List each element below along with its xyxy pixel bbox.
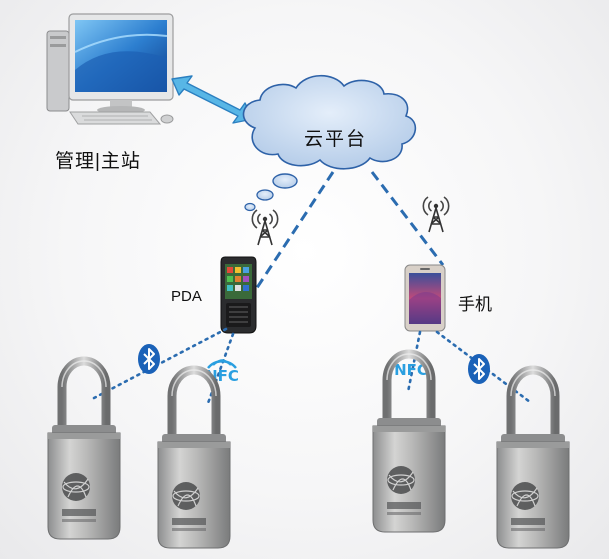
link-pda-lock-2: [205, 332, 235, 408]
pda-device-icon: [220, 256, 257, 334]
padlock-icon: [158, 370, 230, 548]
cloud-icon: [242, 75, 417, 212]
nfc-label: NFC: [394, 361, 428, 379]
link-cloud-pda: [245, 171, 335, 304]
smartphone-icon: [404, 264, 446, 332]
padlock-icon: [497, 370, 569, 548]
link-phone-lock-3: [406, 330, 422, 394]
padlock-icon: [48, 361, 120, 539]
pda-label: PDA: [171, 288, 202, 305]
management-station-label: 管理|主站: [55, 151, 141, 172]
signal-tower-icon: [251, 209, 279, 246]
phone-label: 手机: [458, 295, 492, 314]
signal-tower-icon: [422, 196, 450, 233]
double-arrow: [171, 75, 254, 124]
bluetooth-icon: [467, 353, 491, 385]
desktop-computer-icon: [46, 13, 174, 125]
cloud-platform-label: 云平台: [304, 129, 368, 150]
link-pda-lock-1: [92, 327, 228, 400]
link-cloud-phone: [370, 171, 445, 266]
nfc-icon: NFC: [394, 353, 428, 379]
bluetooth-icon: [137, 343, 161, 375]
